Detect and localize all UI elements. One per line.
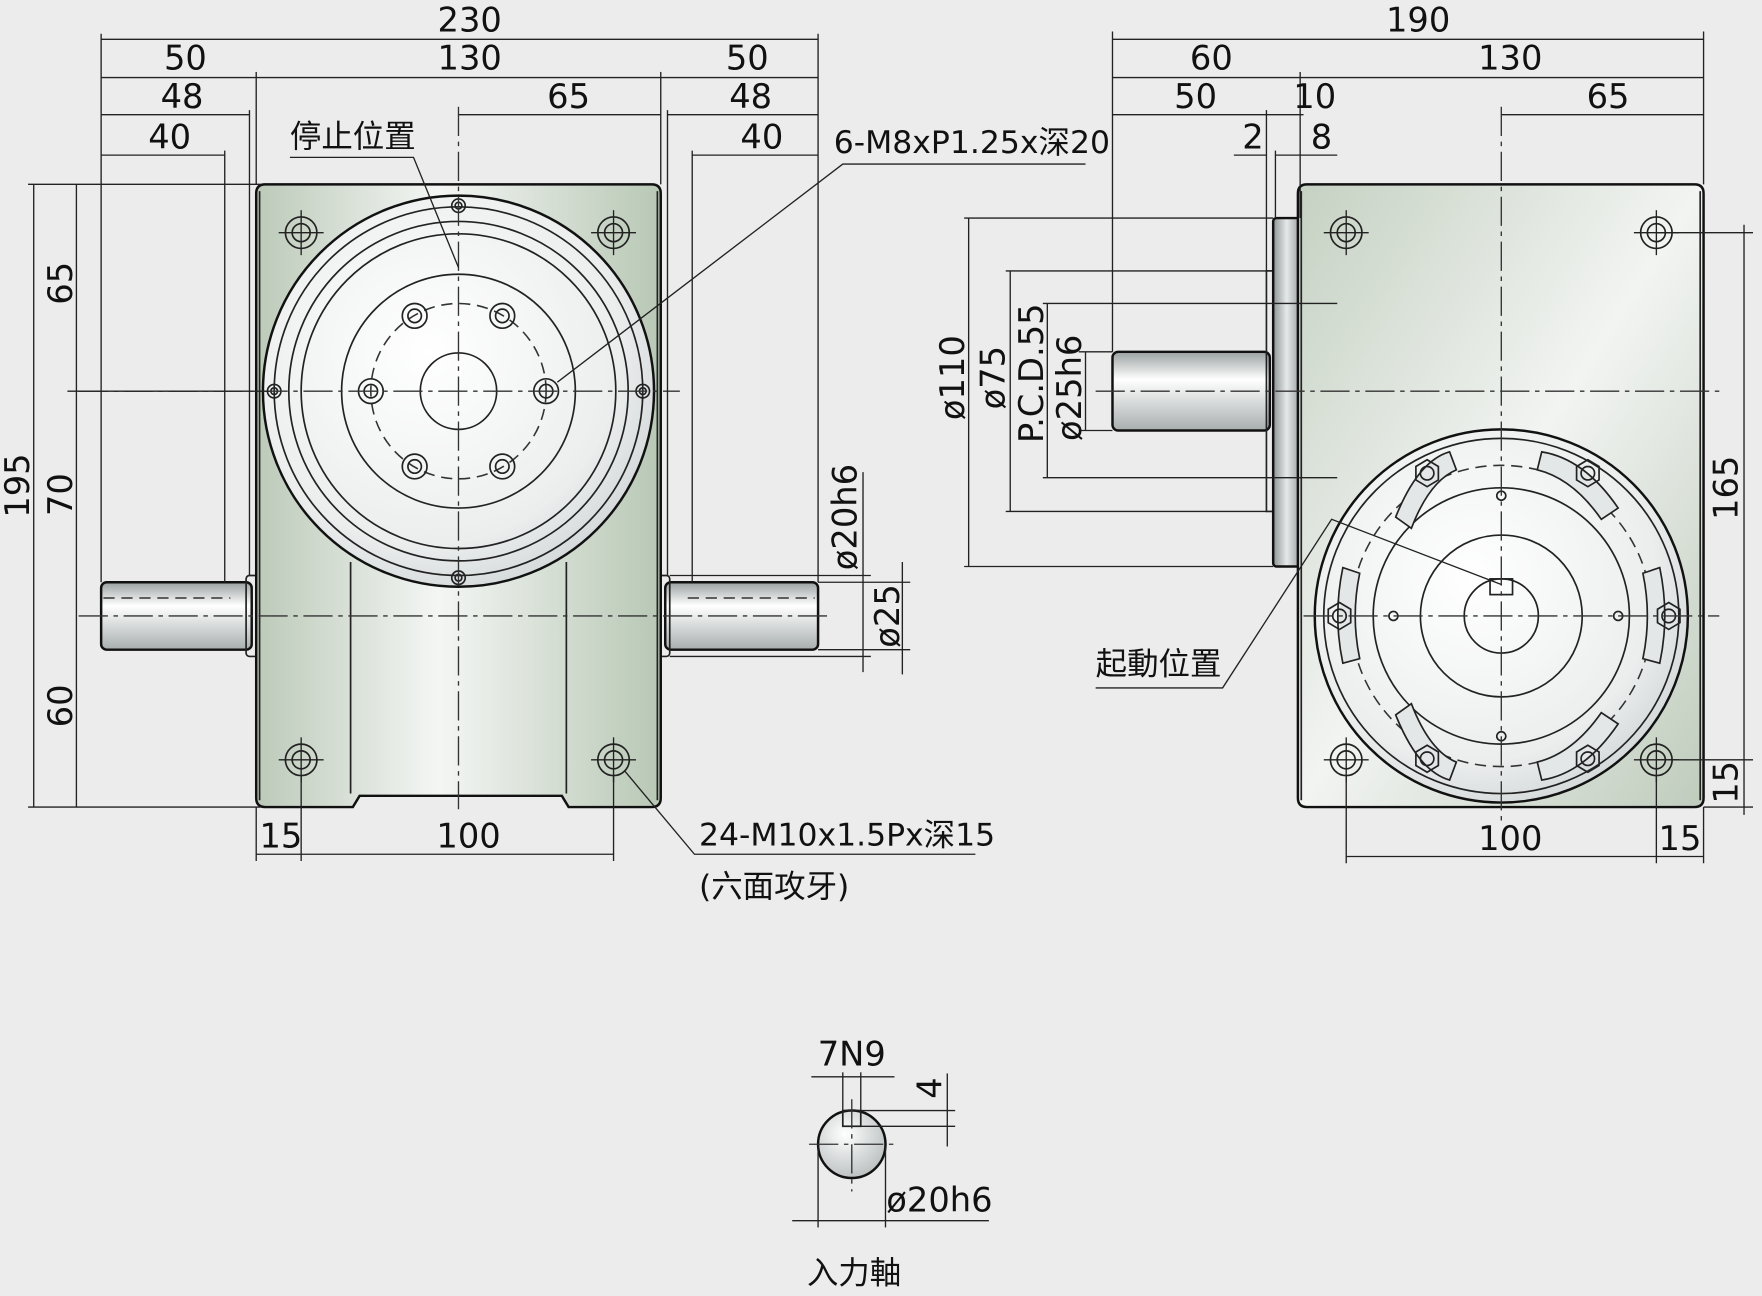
- m8-hole: [401, 453, 428, 480]
- hex-bolt: [1575, 458, 1600, 488]
- dim-65-side: 65: [1587, 77, 1630, 116]
- dim-pcd: P.C.D.55: [1012, 303, 1051, 443]
- key-tolerance-label: 7N9: [818, 1035, 886, 1074]
- dim-dia-75: ø75: [974, 346, 1013, 410]
- m8-holes: [357, 302, 560, 480]
- m10-hole: [591, 210, 637, 256]
- adjust-slot: [1536, 711, 1620, 782]
- dim-100-side: 100: [1478, 819, 1542, 858]
- m10-hole: [278, 210, 324, 256]
- m10-hole: [1323, 210, 1369, 256]
- adjust-slot: [1536, 450, 1620, 521]
- adjust-slot: [1394, 702, 1458, 782]
- dim-100-bottom: 100: [436, 817, 500, 856]
- dim-output-shaft-dia: ø25h6: [1050, 335, 1089, 441]
- dim-2-side: 2: [1242, 117, 1263, 156]
- mounting-flange: [1271, 216, 1302, 568]
- dim-10-side: 10: [1293, 77, 1336, 116]
- adjust-slot: [1394, 450, 1458, 530]
- hex-bolts: [1327, 458, 1681, 774]
- hex-bolt: [1575, 744, 1600, 774]
- input-shaft-title: 入力軸: [807, 1256, 901, 1292]
- dim-15-side: 15: [1659, 819, 1702, 858]
- dim-165: 165: [1706, 456, 1745, 520]
- top-holes-callout: 6-M8xP1.25x深20: [834, 125, 1110, 161]
- key-depth-label: 4: [911, 1077, 950, 1098]
- hex-bolt: [1415, 458, 1440, 488]
- dim-15-side-vertical: 15: [1706, 761, 1745, 804]
- hex-bolt: [1415, 744, 1440, 774]
- dim-65: 65: [547, 77, 590, 116]
- m8-hole: [401, 302, 428, 330]
- dim-60-side: 60: [1190, 39, 1233, 78]
- m8-hole: [489, 302, 516, 330]
- dim-130: 130: [438, 39, 502, 78]
- m8-hole: [489, 453, 516, 480]
- dim-48-left: 48: [161, 77, 204, 116]
- front-view: 230 50 130 50 48 65 48 40 40 195 65 70 6…: [0, 0, 1110, 905]
- shaft-dia-label: ø20h6: [886, 1181, 992, 1220]
- six-face-tap-note: (六面攻牙): [699, 869, 849, 905]
- dim-48-right: 48: [729, 77, 772, 116]
- side-view: 190 60 130 50 10 65 2 8 ø110 ø75 P.C.D.5…: [933, 0, 1754, 864]
- dim-collar-dia: ø25: [868, 584, 907, 648]
- m10-hole: [591, 737, 637, 783]
- dim-195: 195: [0, 453, 37, 517]
- dim-60-vertical: 60: [41, 684, 80, 727]
- dim-230: 230: [438, 0, 502, 39]
- m10-hole: [278, 737, 324, 783]
- front-mounting-holes: [278, 210, 637, 783]
- dim-50-right: 50: [726, 39, 769, 78]
- stop-position-label: 停止位置: [290, 119, 416, 155]
- dim-70: 70: [41, 473, 80, 516]
- dim-130-side: 130: [1478, 39, 1542, 78]
- dim-input-shaft-dia: ø20h6: [825, 464, 864, 570]
- dim-40-left: 40: [148, 117, 191, 156]
- dim-40-right: 40: [740, 117, 783, 156]
- dim-15-bottom: 15: [259, 817, 302, 856]
- dim-8-side: 8: [1311, 117, 1332, 156]
- dim-dia-110: ø110: [933, 335, 972, 420]
- mounting-holes-callout: 24-M10x1.5Px深15: [699, 817, 995, 853]
- adjust-slots: [1336, 450, 1666, 782]
- dim-190: 190: [1386, 0, 1450, 39]
- dim-65-vertical: 65: [41, 262, 80, 305]
- start-position-label: 起動位置: [1096, 646, 1222, 682]
- dim-50-left: 50: [164, 39, 207, 78]
- shaft-detail: 7N9 4 ø20h6 入力軸: [792, 1035, 993, 1292]
- dim-50-side: 50: [1174, 77, 1217, 116]
